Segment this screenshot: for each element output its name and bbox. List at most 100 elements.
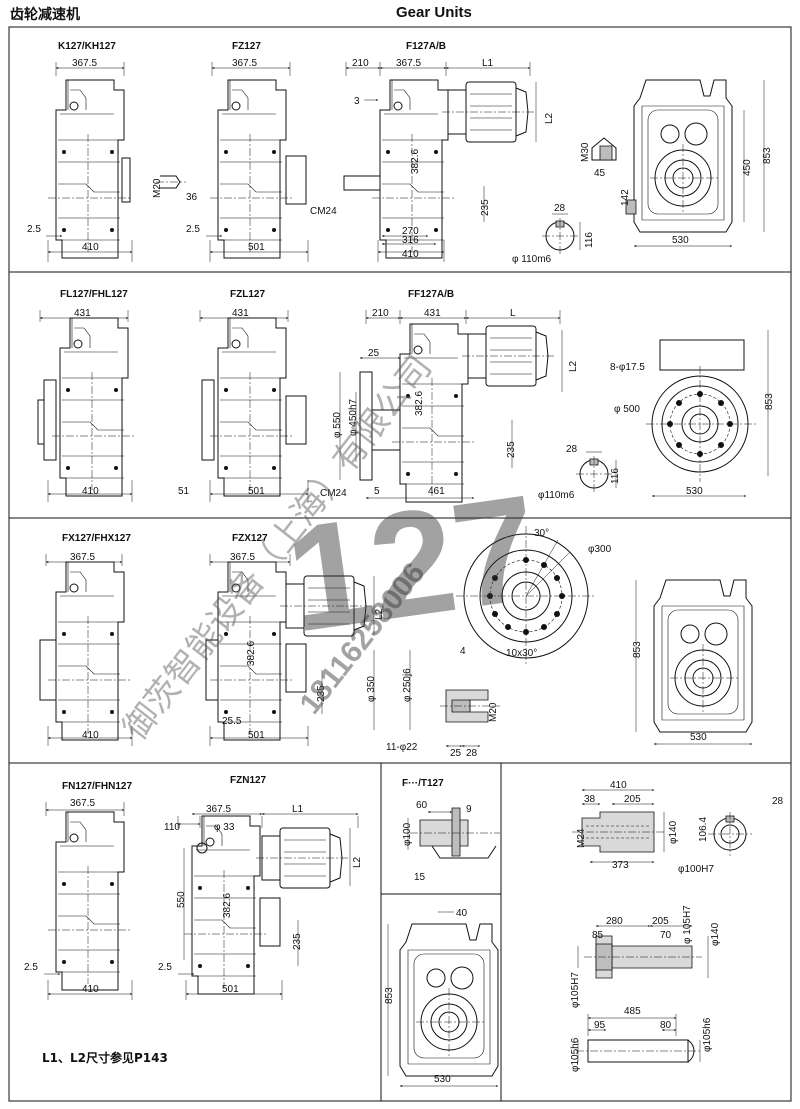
shaft3-d95: 95 xyxy=(594,1020,606,1031)
fz127-title: FZ127 xyxy=(232,41,261,52)
fn127-bottom-dim: 410 xyxy=(82,984,99,995)
row4-d530: 530 xyxy=(434,1074,451,1085)
row3-phi300: φ300 xyxy=(588,544,612,555)
row1-d142: 142 xyxy=(620,189,631,206)
row2-phi500: φ 500 xyxy=(614,404,640,415)
shaft2-d70: 70 xyxy=(660,930,672,941)
watermark-size: 127 xyxy=(277,462,548,663)
k127-front-view: K127/KH127 367.5 2.5 410 xyxy=(27,41,133,262)
fzl127-left-dim: 51 xyxy=(178,486,190,497)
row1-key-phi: φ 110m6 xyxy=(512,254,552,265)
row2-key-section: 28 116 φ110m6 xyxy=(538,444,621,501)
f127-d270: 270 xyxy=(402,226,419,237)
reference-note: L1、L2尺寸参见P143 xyxy=(42,1050,168,1065)
row3-angle30: 30° xyxy=(534,528,549,539)
row2-holes: 8-φ17.5 xyxy=(610,362,645,373)
fx127-front-view: FX127/FHX127 367.5 410 xyxy=(39,533,133,746)
row3-end-view: 853 530 xyxy=(632,579,753,745)
hollow-shaft-detail: 410 38 205 M24 φ140 373 28 106.4 φ100H7 xyxy=(572,780,784,875)
fzn127-front-view: FZN127 110 φ 33 367.5 L1 550 382.6 L2 23… xyxy=(158,775,363,1000)
ff127-d5: 5 xyxy=(374,486,380,497)
fzl127-top-dim: 431 xyxy=(232,308,249,319)
f127-l2: L2 xyxy=(544,112,555,124)
row1-d45: 45 xyxy=(594,168,606,179)
shaft2-phi105a: φ 105H7 xyxy=(682,905,693,944)
fzl127-front-view: FZL127 431 51 501 xyxy=(178,289,309,502)
row3-flange-face: 30° φ300 10x30° xyxy=(456,526,612,666)
ff127-d235: 235 xyxy=(506,441,517,458)
shaft3-d80: 80 xyxy=(660,1020,672,1031)
shaft3-phi105b: φ105h6 xyxy=(702,1017,713,1052)
fzn127-bottom-dim: 501 xyxy=(222,984,239,995)
shaft3-d485: 485 xyxy=(624,1006,641,1017)
row3-flange-section: φ 350 φ 250j6 4 M20 11-φ22 25 28 xyxy=(366,646,500,759)
row3-m20: M20 xyxy=(488,702,499,722)
row2-key-phi: φ110m6 xyxy=(538,490,575,501)
shaft1-d205: 205 xyxy=(624,794,641,805)
fn127-title: FN127/FHN127 xyxy=(62,781,132,792)
drawing-frame xyxy=(8,26,792,1102)
row2-d530: 530 xyxy=(686,486,703,497)
fzl127-title: FZL127 xyxy=(230,289,265,300)
f127-front-view: F127A/B 210 367.5 L1 3 L2 382.6 CM24 235… xyxy=(310,41,555,262)
row1-d530: 530 xyxy=(672,235,689,246)
f127-d210: 210 xyxy=(352,58,369,69)
ff127-d461: 461 xyxy=(428,486,445,497)
k127-bottom-dim: 410 xyxy=(82,242,99,253)
m20-thread-detail: M20 36 xyxy=(152,175,198,203)
row3-d530: 530 xyxy=(690,732,707,743)
fzn127-title: FZN127 xyxy=(230,775,267,786)
fzn127-d3675: 367.5 xyxy=(206,804,231,815)
row1-key-d28: 28 xyxy=(554,203,566,214)
row1-key-d116: 116 xyxy=(584,232,595,248)
m20-label: M20 xyxy=(152,178,163,198)
fzx127-d235: 235 xyxy=(316,685,327,702)
shaft1-d38: 38 xyxy=(584,794,596,805)
fzx127-front-view: FZX127 367.5 L2 382.6 235 25.5 501 xyxy=(205,533,385,746)
row4-end-view: 40 853 530 xyxy=(384,908,499,1087)
f127-d410: 410 xyxy=(402,249,419,260)
ff127-l2: L2 xyxy=(568,360,579,372)
fl127-top-dim: 431 xyxy=(74,308,91,319)
header-title-en: Gear Units xyxy=(396,4,472,21)
row3-angle10x30: 10x30° xyxy=(506,648,537,659)
shaft2-d280: 280 xyxy=(606,916,623,927)
ff127-title: FF127A/B xyxy=(408,289,454,300)
row3-phi350: φ 350 xyxy=(366,676,377,702)
fn127-front-view: FN127/FHN127 367.5 2.5 410 xyxy=(24,781,133,1000)
shaft1-d410: 410 xyxy=(610,780,627,791)
f127-d3826: 382.6 xyxy=(410,149,421,174)
ft127-detail: F···/T127 60 9 φ100 15 xyxy=(402,778,500,883)
fzn127-l1: L1 xyxy=(292,804,304,815)
shaft1-m24: M24 xyxy=(576,828,587,848)
row4-d40: 40 xyxy=(456,908,468,919)
ff127-d431: 431 xyxy=(424,308,441,319)
row1-d853: 853 xyxy=(762,147,773,164)
ft127-d9: 9 xyxy=(466,804,472,815)
shaft2-phi140: φ140 xyxy=(710,922,721,946)
row4-d853: 853 xyxy=(384,987,395,1004)
shaft2-phi105b: φ105H7 xyxy=(570,972,581,1008)
fzx127-title: FZX127 xyxy=(232,533,268,544)
row3-d4: 4 xyxy=(460,646,466,657)
fn127-top-dim: 367.5 xyxy=(70,798,95,809)
ff127-front-view: FF127A/B 210 431 L 25 L2 382.6 φ 550 φ 4… xyxy=(320,289,579,503)
fz127-top-dim: 367.5 xyxy=(232,58,257,69)
fx127-bottom-dim: 410 xyxy=(82,730,99,741)
header-title-cn: 齿轮减速机 xyxy=(10,6,80,22)
watermark: 御茨智能设备（上海）有限公司 18116258006 127 xyxy=(116,348,549,748)
fzx127-d3826: 382.6 xyxy=(246,641,257,666)
row1-m30: M30 xyxy=(580,142,591,162)
k127-top-dim: 367.5 xyxy=(72,58,97,69)
row2-d853: 853 xyxy=(764,393,775,410)
fzx127-l2: L2 xyxy=(374,608,385,620)
shrink-disc-shaft-detail: 280 205 85 70 φ 105H7 φ140 φ105H7 xyxy=(570,905,721,1008)
row1-detail-sections: M30 45 28 116 φ 110m6 xyxy=(512,137,617,265)
f127-d235: 235 xyxy=(480,199,491,216)
row3-holes: 11-φ22 xyxy=(386,742,418,753)
row2-key-d28: 28 xyxy=(566,444,578,455)
f127-d3675: 367.5 xyxy=(396,58,421,69)
fz127-bottom-dim: 501 xyxy=(248,242,265,253)
fzn127-d110: 110 xyxy=(164,822,180,833)
